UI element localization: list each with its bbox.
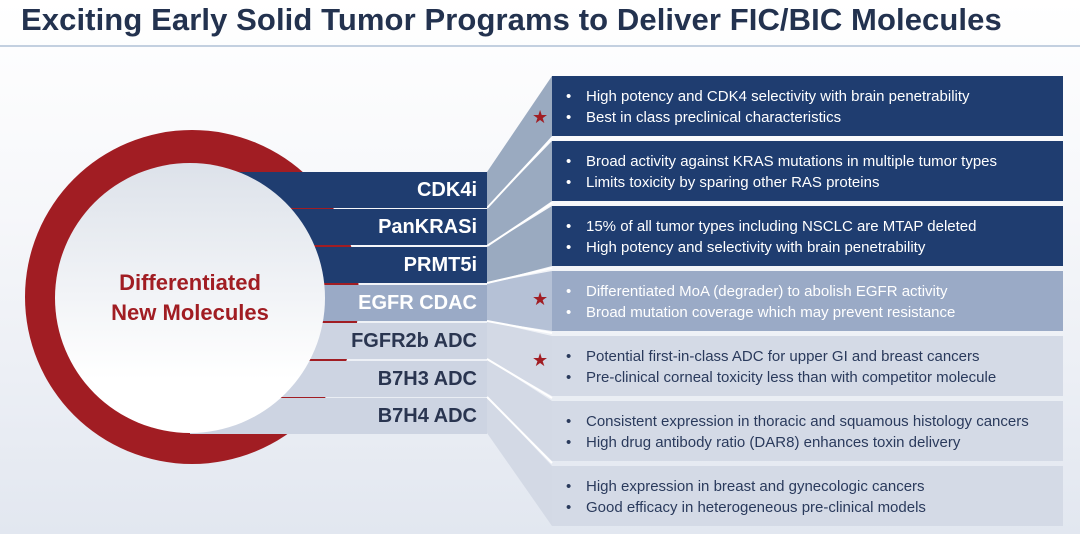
bullet: Differentiated MoA (degrader) to abolish… xyxy=(566,281,1063,302)
program-detail-prmt5i: 15% of all tumor types including NSCLC a… xyxy=(552,206,1063,266)
bullet: 15% of all tumor types including NSCLC a… xyxy=(566,216,1063,237)
star-icon: ★ xyxy=(532,107,549,127)
bullet: Limits toxicity by sparing other RAS pro… xyxy=(566,172,1063,193)
program-detail-b7h3-adc: Consistent expression in thoracic and sq… xyxy=(552,401,1063,461)
bullet: Good efficacy in heterogeneous pre-clini… xyxy=(566,497,1063,518)
bullet: Potential first-in-class ADC for upper G… xyxy=(566,346,1063,367)
program-detail-cdk4i: High potency and CDK4 selectivity with b… xyxy=(552,76,1063,136)
bullet: Broad mutation coverage which may preven… xyxy=(566,302,1063,323)
program-detail-b7h4-adc: High expression in breast and gynecologi… xyxy=(552,466,1063,526)
bullet: Consistent expression in thoracic and sq… xyxy=(566,411,1063,432)
title-divider xyxy=(0,45,1080,47)
bullet: High drug antibody ratio (DAR8) enhances… xyxy=(566,432,1063,453)
bullet: Broad activity against KRAS mutations in… xyxy=(566,151,1063,172)
program-detail-pankrasi: Broad activity against KRAS mutations in… xyxy=(552,141,1063,201)
program-detail-fgfr2b-adc: Potential first-in-class ADC for upper G… xyxy=(552,336,1063,396)
center-label-line1: Differentiated xyxy=(119,270,261,295)
program-detail-egfr-cdac: Differentiated MoA (degrader) to abolish… xyxy=(552,271,1063,331)
bullet: High potency and CDK4 selectivity with b… xyxy=(566,86,1063,107)
slide-title: Exciting Early Solid Tumor Programs to D… xyxy=(21,2,1002,37)
bullet: Best in class preclinical characteristic… xyxy=(566,107,1063,128)
star-icon: ★ xyxy=(532,289,549,309)
bullet: Pre-clinical corneal toxicity less than … xyxy=(566,367,1063,388)
center-label-line2: New Molecules xyxy=(111,300,269,325)
bullet: High potency and selectivity with brain … xyxy=(566,237,1063,258)
center-circle: Differentiated New Molecules xyxy=(55,163,325,433)
star-icon: ★ xyxy=(532,350,549,370)
bullet: High expression in breast and gynecologi… xyxy=(566,476,1063,497)
